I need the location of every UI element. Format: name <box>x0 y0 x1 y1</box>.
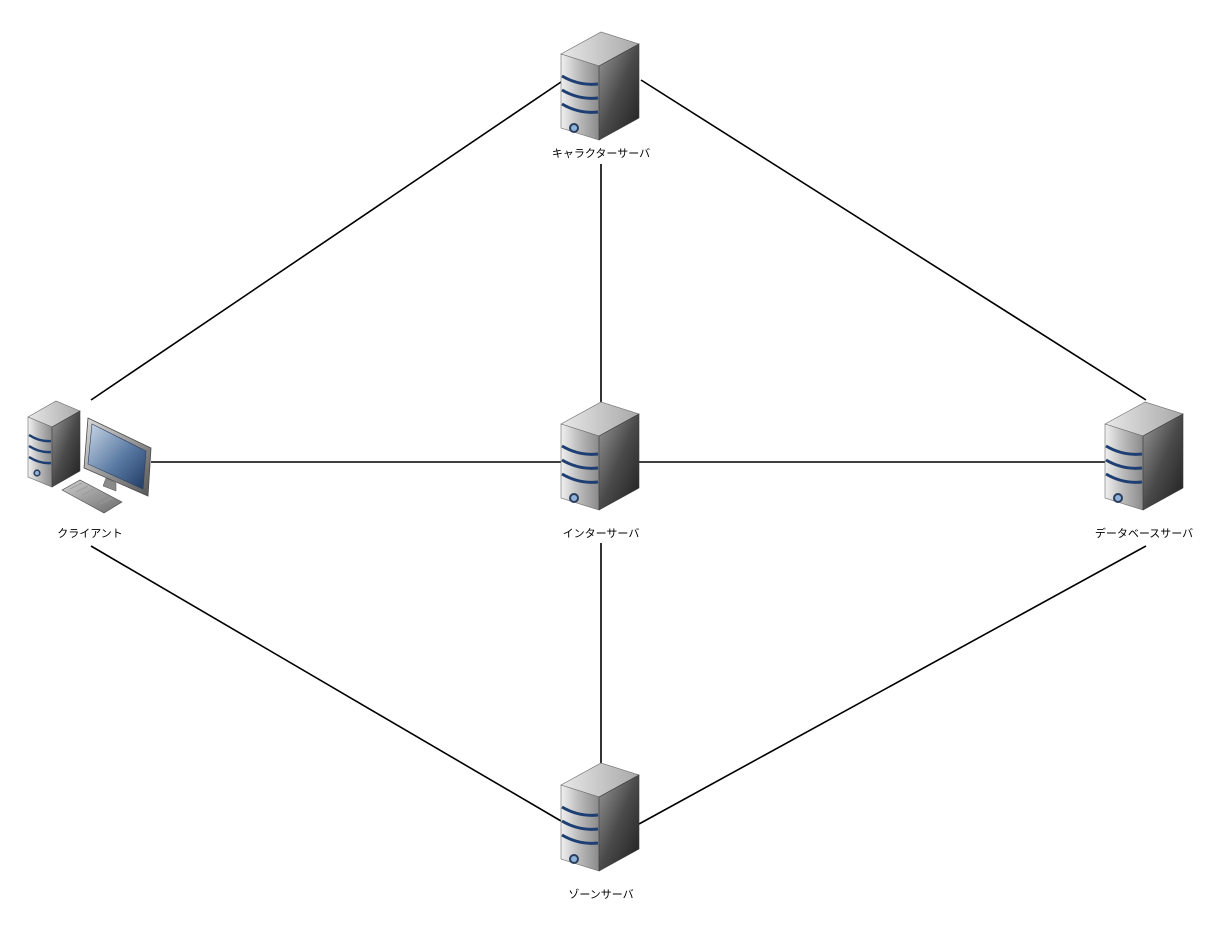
node-label: データベースサーバ <box>1095 526 1193 540</box>
edge-zone-database <box>638 545 1147 825</box>
server-tower-icon <box>559 761 641 873</box>
node-zone-server[interactable]: ゾーンサーバ <box>559 761 641 901</box>
edges <box>90 79 1147 825</box>
node-label: ゾーンサーバ <box>568 888 633 901</box>
monitor-screen <box>87 423 147 490</box>
edge-character-database <box>640 79 1147 401</box>
node-character-server[interactable]: キャラクターサーバ <box>552 30 650 160</box>
monitor-stand <box>102 477 117 492</box>
node-client[interactable]: クライアント <box>26 399 152 540</box>
node-label: キャラクターサーバ <box>552 147 650 160</box>
server-tower-icon <box>559 30 641 142</box>
edge-client-character <box>90 81 562 401</box>
server-tower-icon <box>559 400 641 512</box>
node-label: インターサーバ <box>563 527 640 540</box>
server-tower-icon <box>1103 400 1185 512</box>
keyboard <box>61 479 123 514</box>
desktop-computer-icon <box>26 399 152 514</box>
client-tower-icon <box>26 399 82 489</box>
node-label: クライアント <box>57 527 123 540</box>
edge-client-zone <box>90 545 562 822</box>
node-database-server[interactable]: データベースサーバ <box>1095 400 1193 540</box>
node-inter-server[interactable]: インターサーバ <box>559 400 641 540</box>
